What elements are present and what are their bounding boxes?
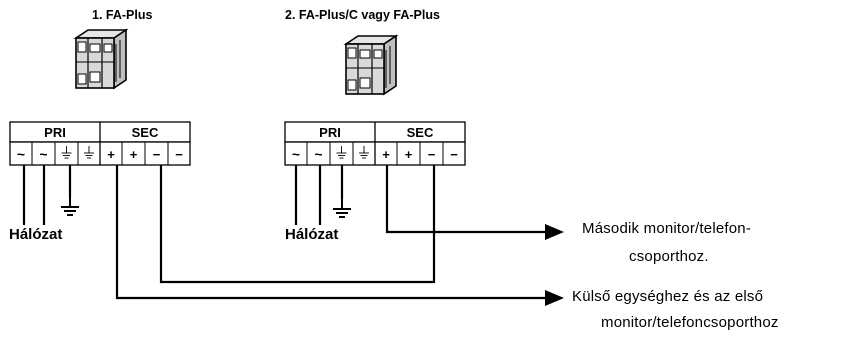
terminal-label: − bbox=[428, 147, 436, 162]
terminal-label: ~ bbox=[39, 146, 47, 162]
first-destination-line2: monitor/telefoncsoporthoz bbox=[601, 314, 779, 331]
mains-wiring-unit-2 bbox=[294, 165, 344, 225]
arrow-right-icon bbox=[545, 224, 564, 240]
terminal-label: + bbox=[405, 147, 413, 162]
terminal-label: ~ bbox=[314, 146, 322, 162]
terminal-label: + bbox=[130, 147, 138, 162]
mains-label-unit-1: Hálózat bbox=[9, 226, 63, 243]
sec-label: SEC bbox=[407, 125, 434, 140]
terminal-block-unit-2: PRI SEC ~ ~ + + − − bbox=[284, 121, 466, 166]
earth-ground-icon bbox=[332, 198, 352, 218]
pri-label: PRI bbox=[44, 125, 66, 140]
terminal-label: − bbox=[153, 147, 161, 162]
unit-2-title: 2. FA-Plus/C vagy FA-Plus bbox=[285, 8, 440, 22]
terminal-label: + bbox=[382, 147, 390, 162]
terminal-label: ~ bbox=[292, 146, 300, 162]
terminal-block-unit-1: PRI SEC ~ ~ + + − − bbox=[9, 121, 191, 166]
second-destination-line2: csoporthoz. bbox=[629, 248, 709, 265]
terminal-label: ~ bbox=[17, 146, 25, 162]
power-supply-module-icon bbox=[345, 35, 397, 95]
power-supply-module-icon bbox=[75, 29, 127, 89]
pri-label: PRI bbox=[319, 125, 341, 140]
bus-wiring bbox=[115, 165, 548, 300]
first-destination-line1: Külső egységhez és az első bbox=[572, 288, 764, 305]
terminal-label: + bbox=[107, 147, 115, 162]
unit-1-title: 1. FA-Plus bbox=[92, 8, 153, 22]
mains-label-unit-2: Hálózat bbox=[285, 226, 339, 243]
terminal-label: − bbox=[450, 147, 458, 162]
second-destination-line1: Második monitor/telefon- bbox=[582, 220, 752, 237]
arrow-right-icon bbox=[545, 290, 564, 306]
mains-wiring-unit-1 bbox=[22, 165, 72, 225]
earth-ground-icon bbox=[60, 196, 80, 216]
terminal-label: − bbox=[175, 147, 183, 162]
sec-label: SEC bbox=[132, 125, 159, 140]
